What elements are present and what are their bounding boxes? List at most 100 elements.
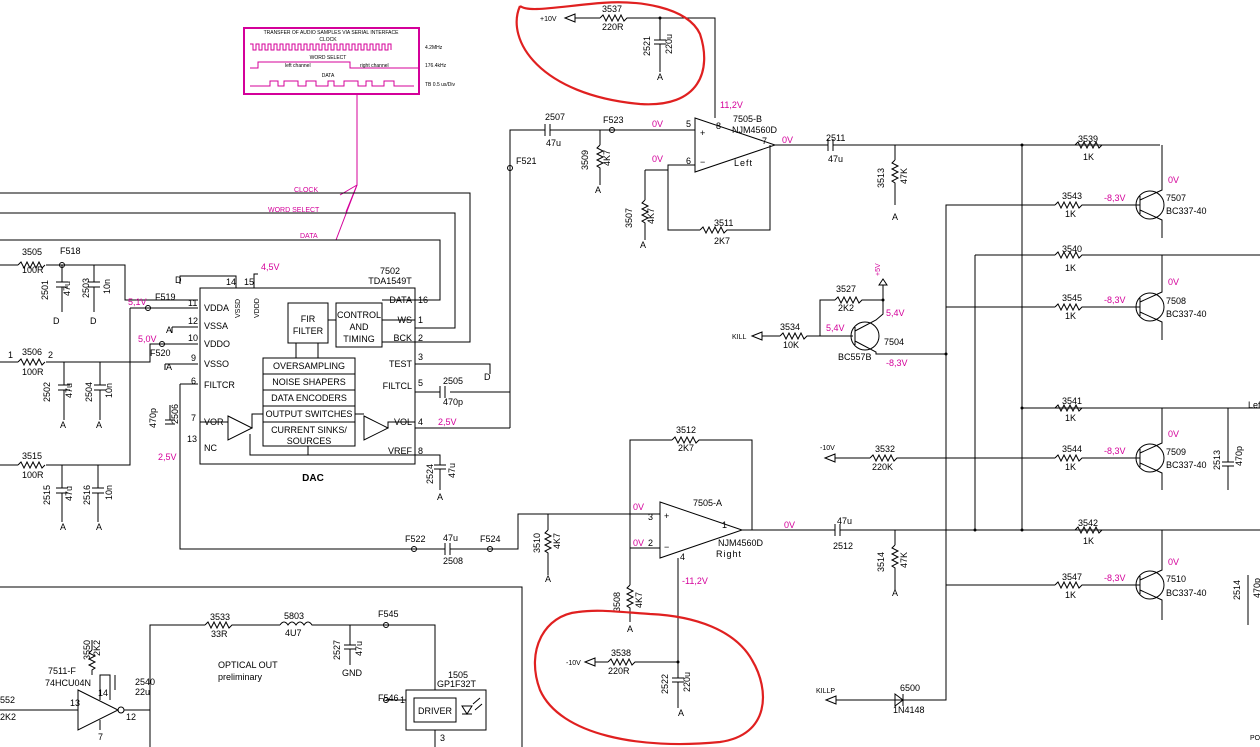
volt-0v-a1: 0V bbox=[633, 502, 644, 512]
fir-label-2: FILTER bbox=[293, 326, 324, 336]
r3550-val: 2K2 bbox=[92, 640, 102, 656]
volt-0v-7508: 0V bbox=[1168, 277, 1179, 287]
opamp-b-plus: + bbox=[700, 128, 705, 138]
gnd-a-2: A bbox=[96, 420, 102, 430]
gnd-a-4: A bbox=[96, 522, 102, 532]
opamp-b-pin7: 7 bbox=[762, 136, 767, 146]
timing-title: TRANSFER OF AUDIO SAMPLES VIA SERIAL INT… bbox=[264, 30, 400, 36]
r3509-val: 4K7 bbox=[602, 150, 612, 166]
gnd-a-1: A bbox=[60, 420, 66, 430]
dac-part: TDA1549T bbox=[368, 276, 412, 286]
signal-ws-label: WORD SELECT bbox=[268, 207, 320, 214]
d6500-ref: 6500 bbox=[900, 683, 920, 693]
r3512-ref: 3512 bbox=[676, 425, 696, 435]
inv-pin13: 13 bbox=[70, 698, 80, 708]
c2540-val: 22u bbox=[135, 687, 150, 697]
r3534-ref: 3534 bbox=[780, 322, 800, 332]
dac-pin-nc: NC bbox=[204, 443, 217, 453]
r3539-val: 1K bbox=[1083, 152, 1094, 162]
gnd-a-13: A bbox=[627, 624, 633, 634]
mute-section: 3539 1K 3543 1K -8,3V 0V 7507 BC337-40 3… bbox=[732, 134, 1260, 742]
net-f520: F520 bbox=[150, 348, 171, 358]
c2512-val: 47u bbox=[837, 516, 852, 526]
highlight-ellipse-top bbox=[515, 1, 706, 106]
r3543-ref: 3543 bbox=[1062, 191, 1082, 201]
volt-m8v3-4: -8,3V bbox=[1104, 573, 1126, 583]
control-label-2: AND bbox=[349, 322, 369, 332]
c2505-val: 470p bbox=[443, 397, 463, 407]
dac-pin-bck: BCK bbox=[393, 333, 412, 343]
r3511-val: 2K7 bbox=[714, 236, 730, 246]
gnd-a-9: A bbox=[640, 240, 646, 250]
r3541-val: 1K bbox=[1065, 413, 1076, 423]
gnd-a-5: A bbox=[166, 325, 172, 335]
gnd-a-14: A bbox=[892, 588, 898, 598]
r3533-ref: 3533 bbox=[210, 612, 230, 622]
dac-pinnum-9: 9 bbox=[191, 353, 196, 363]
opamp-b-pin6: 6 bbox=[686, 156, 691, 166]
r3514-val: 47K bbox=[899, 552, 909, 568]
net-killp: KILLP bbox=[816, 688, 835, 695]
c2527-val: 47u bbox=[354, 641, 364, 656]
net-po: PO bbox=[1250, 735, 1260, 742]
c2516-ref: 2516 bbox=[82, 485, 92, 505]
r3515-ref: 3515 bbox=[22, 451, 42, 461]
c2522-val: 220u bbox=[682, 672, 692, 692]
c2524-ref: 2524 bbox=[425, 464, 435, 484]
c2515-val: 47u bbox=[64, 486, 74, 501]
supply-filter-2: 1 2 3506 100R 2502 47u 2504 10n A A bbox=[0, 343, 198, 430]
left-out-label: Left bbox=[1248, 400, 1260, 410]
serial-timing-box: TRANSFER OF AUDIO SAMPLES VIA SERIAL INT… bbox=[243, 27, 456, 241]
r3527-ref: 3527 bbox=[836, 284, 856, 294]
highlight-ellipse-bottom bbox=[533, 609, 764, 746]
q7508-ref: 7508 bbox=[1166, 296, 1186, 306]
optical-sub: preliminary bbox=[218, 672, 263, 682]
c2507-val: 47u bbox=[546, 138, 561, 148]
c2508-ref: 2508 bbox=[443, 556, 463, 566]
volt-4v5: 4,5V bbox=[261, 262, 280, 272]
control-label-3: TIMING bbox=[343, 334, 375, 344]
net-f519: F519 bbox=[155, 292, 176, 302]
opamp-b-pin8: 8 bbox=[716, 121, 721, 131]
volt-0v-7507: 0V bbox=[1168, 175, 1179, 185]
r3514-ref: 3514 bbox=[876, 552, 886, 572]
r3506-ref: 3506 bbox=[22, 347, 42, 357]
volt-0v-b1: 0V bbox=[652, 119, 663, 129]
c2540-ref: 2540 bbox=[135, 677, 155, 687]
r3547-val: 1K bbox=[1065, 590, 1076, 600]
optical-title: OPTICAL OUT bbox=[218, 660, 278, 670]
dac-pinnum-3: 3 bbox=[418, 352, 423, 362]
c2516-val: 10n bbox=[104, 485, 114, 500]
opamp-b-ref: 7505-B bbox=[733, 114, 762, 124]
volt-2v5-right: 2,5V bbox=[438, 417, 457, 427]
opamp-a-label: Right bbox=[716, 549, 742, 559]
q7507-part: BC337-40 bbox=[1166, 206, 1207, 216]
dac-ic: 7502 TDA1549T DAC VDDA 11 VSSA 12 VDDO 1… bbox=[148, 262, 510, 502]
r3540-ref: 3540 bbox=[1062, 244, 1082, 254]
driver-label: DRIVER bbox=[418, 706, 453, 716]
r552-val: 2K2 bbox=[0, 712, 16, 722]
dac-pin-filtcl: FILTCL bbox=[383, 381, 412, 391]
gnd-d-2: D bbox=[90, 316, 97, 326]
q7509-part: BC337-40 bbox=[1166, 460, 1207, 470]
gnd-a-11: A bbox=[657, 72, 663, 82]
net-m10v-a: -10V bbox=[566, 660, 581, 667]
net-f545: F545 bbox=[378, 609, 399, 619]
r3506-val: 100R bbox=[22, 367, 44, 377]
r3543-val: 1K bbox=[1065, 209, 1076, 219]
c2521-val: 220u bbox=[664, 34, 674, 54]
r3512-val: 2K7 bbox=[678, 443, 694, 453]
q7504-ref: 7504 bbox=[884, 337, 904, 347]
r3508-val: 4K7 bbox=[634, 592, 644, 608]
inv-pin14: 14 bbox=[98, 688, 108, 698]
volt-m8v3-5: -8,3V bbox=[886, 358, 908, 368]
gnd-d-3: D bbox=[175, 275, 182, 285]
r3538-ref: 3538 bbox=[611, 648, 631, 658]
q7504-part: BC557B bbox=[838, 352, 872, 362]
r3505-ref: 3505 bbox=[22, 247, 42, 257]
c2513-val: 470p bbox=[1234, 446, 1244, 466]
r3545-ref: 3545 bbox=[1062, 293, 1082, 303]
c2513-ref: 2513 bbox=[1212, 450, 1222, 470]
dac-pinnum-4: 4 bbox=[418, 417, 423, 427]
